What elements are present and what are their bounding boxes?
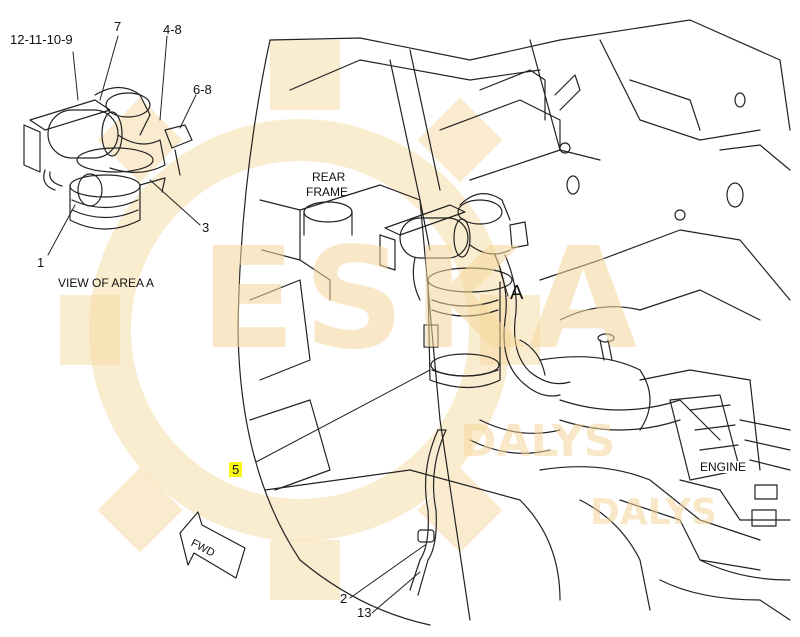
machine-frame	[237, 19, 791, 626]
rear-frame-label-line-1: REAR	[312, 170, 346, 184]
main-leader-lines	[255, 269, 509, 614]
view-of-area-a-caption: VIEW OF AREA A	[58, 276, 155, 290]
watermark-text-small-1: DALYS	[460, 416, 616, 467]
watermark-text-big: ESKA	[200, 218, 646, 381]
callout-12-11-10-9: 12-11-10-9	[10, 32, 73, 47]
fwd-arrow-icon	[179, 511, 246, 579]
callout-13: 13	[357, 605, 372, 620]
engine-label: ENGINE	[700, 460, 747, 474]
inset-filter-assembly	[23, 86, 193, 230]
main-filter-assembly	[379, 193, 571, 397]
callout-5-highlighted: 5	[229, 462, 243, 477]
callout-1: 1	[37, 255, 45, 270]
callout-7: 7	[114, 19, 122, 34]
fuel-hoses	[409, 429, 447, 596]
callout-2: 2	[340, 591, 348, 606]
rear-frame-label-line-2: FRAME	[306, 185, 348, 199]
watermark-text-small-2: DALYS	[590, 492, 718, 533]
callout-3: 3	[202, 220, 210, 235]
callout-4-8: 4-8	[163, 22, 182, 37]
engine-area	[469, 229, 791, 621]
area-a-marker: A	[510, 282, 524, 304]
callout-6-8: 6-8	[193, 82, 212, 97]
inset-leader-lines	[47, 35, 201, 256]
